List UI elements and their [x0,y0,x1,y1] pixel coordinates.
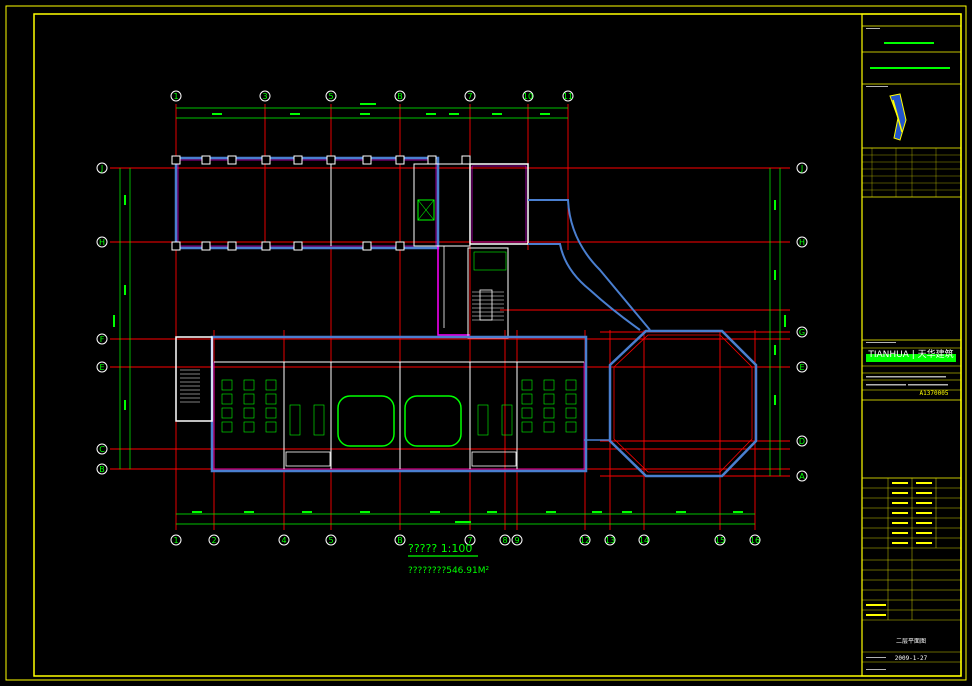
axis-bubble-right-3: E [796,361,808,373]
drawing-title: ????? 1:100 [408,542,472,555]
axis-bubble-bottom-11: 15 [714,534,726,546]
axis-bubbles-top: 1 3 5 B 7 10 11 [170,90,574,102]
axis-bubble-bottom-1: 2 [208,534,220,546]
axis-label: H [99,238,105,247]
axis-bubble-bottom-7: 9 [511,534,523,546]
axis-label: D [799,437,805,446]
axis-bubble-top-4: 7 [464,90,476,102]
axis-label: 7 [467,536,472,545]
axis-bubble-top-1: 3 [259,90,271,102]
axis-bubble-bottom-4: B [394,534,406,546]
axis-bubble-bottom-0: 1 [170,534,182,546]
axis-label: H [799,238,805,247]
drawing-date: 2009-1-27 [895,655,928,662]
floor-plan [171,155,758,478]
axis-bubble-bottom-8: 12 [579,534,591,546]
axis-label: 12 [580,536,590,545]
axis-label: G [799,328,805,337]
axis-label: 5 [328,92,333,101]
axis-bubble-bottom-2: 4 [278,534,290,546]
axis-label: 7 [467,92,472,101]
axis-bubble-right-5: A [796,470,808,482]
axis-bubble-bottom-9: 13 [604,534,616,546]
axis-bubbles-left: J H F E C B [96,162,108,475]
outer-frame [5,5,967,681]
axis-label: 11 [563,92,573,101]
axis-label: E [799,363,804,372]
axis-label: 1 [173,92,178,101]
axis-bubble-top-0: 1 [170,90,182,102]
floor-area-note: ????????546.91M² [408,566,489,576]
axis-bubble-top-6: 11 [562,90,574,102]
axis-label: 14 [639,536,649,545]
axis-bubble-bottom-5: 7 [464,534,476,546]
axis-bubble-left-5: B [96,463,108,475]
axis-label: 9 [514,536,519,545]
axis-bubble-top-3: B [394,90,406,102]
firm-brand: TIANHUA | 天华建筑 [867,348,953,360]
dimension-chains [119,107,781,525]
axis-bubble-left-0: J [96,162,108,174]
axis-label: 2 [211,536,216,545]
dimension-text-marks [113,103,786,523]
axis-label: 3 [262,92,267,101]
axis-bubble-left-4: C [96,443,108,455]
axis-bubble-left-2: F [96,333,108,345]
axis-bubble-bottom-12: 16 [749,534,761,546]
axis-label: C [99,445,105,454]
axis-bubble-right-0: J [796,162,808,174]
axis-label: 15 [715,536,725,545]
axis-bubble-right-4: D [796,435,808,447]
axis-bubble-top-5: 10 [522,90,534,102]
title-block: TIANHUA | 天华建筑 A1370005 二层平面图 2009-1-27 [861,13,962,677]
axis-label: 10 [523,92,533,101]
axis-label: B [397,92,403,101]
axis-label: A [799,472,805,481]
axis-label: 1 [173,536,178,545]
axis-label: J [100,164,103,173]
axis-bubble-left-1: H [96,236,108,248]
axis-label: E [99,363,104,372]
project-number: A1370005 [920,390,949,397]
axis-label: F [100,335,105,344]
axis-label: B [99,465,105,474]
key-plan-thumbnail [889,93,907,141]
axis-bubble-bottom-3: 5 [325,534,337,546]
sheet-name: 二层平面图 [896,638,926,645]
axis-label: 8 [502,536,507,545]
axis-bubbles-right: J H G E D A [796,162,808,482]
axis-label: 5 [328,536,333,545]
axis-bubble-right-1: H [796,236,808,248]
axis-bubble-bottom-10: 14 [638,534,650,546]
axis-label: J [800,164,803,173]
axis-bubble-left-3: E [96,361,108,373]
axis-label: B [397,536,403,545]
axis-bubble-top-2: 5 [325,90,337,102]
axis-bubble-bottom-6: 8 [499,534,511,546]
axis-label: 4 [281,536,286,545]
axis-bubble-right-2: G [796,326,808,338]
axis-label: 13 [605,536,615,545]
axis-label: 16 [750,536,760,545]
